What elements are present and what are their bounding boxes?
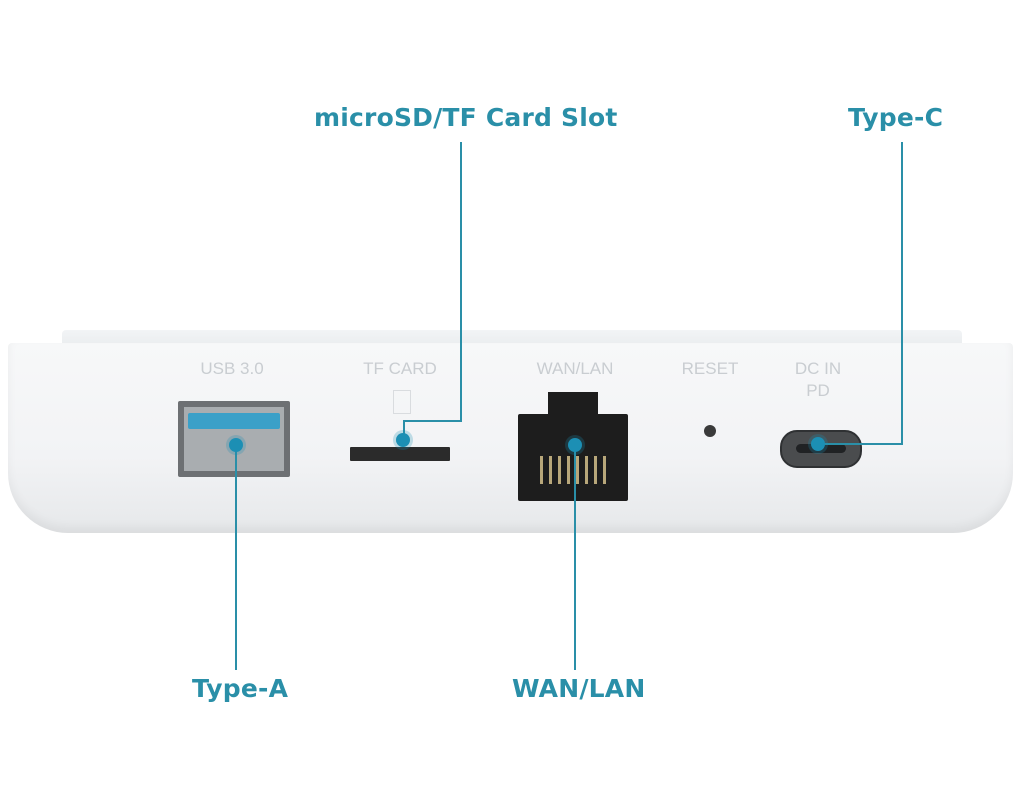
callout-label-type-a: Type-A [192, 674, 289, 703]
callout-dot-type-a [229, 438, 243, 452]
port-label-dc-in: DC IN [794, 359, 842, 378]
callout-label-type-c: Type-C [848, 103, 944, 132]
callout-line-wan-lan [574, 445, 576, 670]
callout-line-microsd-h [403, 420, 462, 422]
callout-label-microsd: microSD/TF Card Slot [314, 103, 618, 132]
callout-dot-microsd [396, 433, 410, 447]
port-label-pd: PD [806, 381, 830, 400]
tf-card-slot [350, 447, 450, 461]
callout-label-wan-lan: WAN/LAN [512, 674, 646, 703]
sd-card-icon [393, 390, 411, 414]
callout-line-microsd [460, 142, 462, 422]
rj45-port [518, 392, 628, 501]
callout-line-type-a [235, 445, 237, 670]
callout-line-type-c [901, 142, 903, 444]
port-label-tf-card: TF CARD [363, 359, 437, 378]
device-body [8, 343, 1013, 533]
callout-dot-type-c [811, 437, 825, 451]
port-label-reset: RESET [681, 359, 739, 378]
callout-line-microsd-v [403, 420, 405, 440]
port-label-wan-lan: WAN/LAN [536, 359, 614, 378]
port-label-usb: USB 3.0 [200, 359, 264, 378]
callout-line-type-c-h [818, 443, 903, 445]
callout-dot-wan-lan [568, 438, 582, 452]
reset-hole [704, 425, 716, 437]
